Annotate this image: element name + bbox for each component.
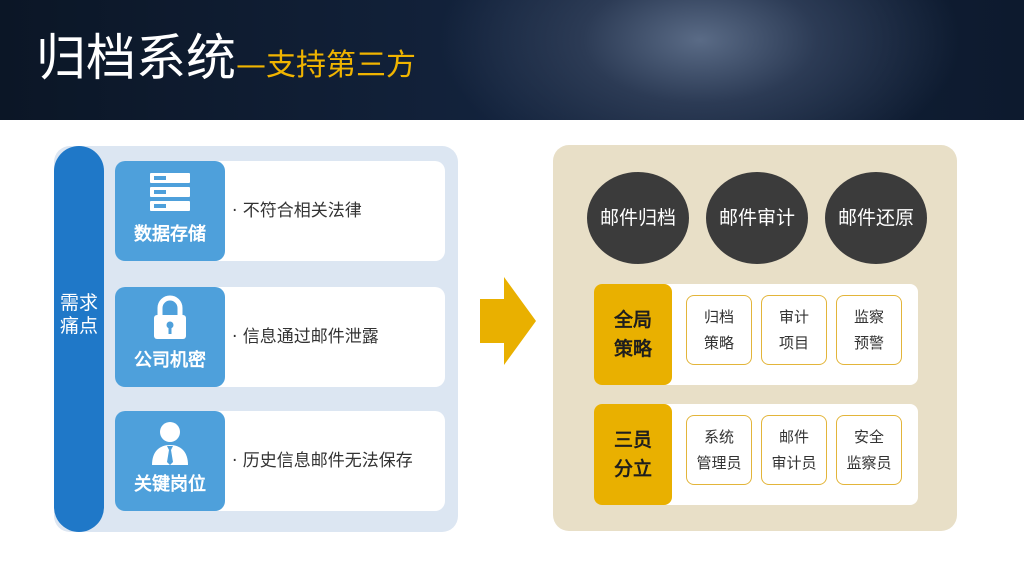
group-tile: 全局 策略 xyxy=(594,284,672,385)
chip-text: 邮件 审计员 xyxy=(762,424,826,476)
chip-security-monitor: 安全 监察员 xyxy=(836,415,902,485)
group-title: 三员 分立 xyxy=(594,426,672,484)
group-title-line1: 全局 xyxy=(613,309,652,331)
need-title: 关键岗位 xyxy=(134,474,206,495)
group-row-global-policy: 全局 策略 归档 策略 审计 项目 监察 预警 xyxy=(594,284,918,385)
need-row-company-secrets: 公司机密 · 信息通过邮件泄露 xyxy=(115,287,445,387)
chip-text: 审计 项目 xyxy=(762,304,826,356)
chip-line1: 安全 xyxy=(853,428,884,446)
chip-line1: 邮件 xyxy=(778,428,809,446)
person-icon xyxy=(152,422,188,465)
need-desc: · 信息通过邮件泄露 xyxy=(232,327,379,347)
need-title: 公司机密 xyxy=(134,350,206,371)
server-icon xyxy=(150,173,190,211)
need-tile-company-secrets: 公司机密 xyxy=(115,287,225,387)
page-title: 归档系统—支持第三方 xyxy=(36,28,416,96)
need-row-key-positions: 关键岗位 · 历史信息邮件无法保存 xyxy=(115,411,445,511)
group-row-separation-of-roles: 三员 分立 系统 管理员 邮件 审计员 安全 监察员 xyxy=(594,404,918,505)
need-row-data-storage: 数据存储 · 不符合相关法律 xyxy=(115,161,445,261)
group-tile: 三员 分立 xyxy=(594,404,672,505)
need-desc: · 历史信息邮件无法保存 xyxy=(232,451,413,471)
feature-circle-restore: 邮件还原 xyxy=(825,172,927,264)
pain-points-label: 需求痛点 xyxy=(59,292,98,337)
chip-line1: 系统 xyxy=(703,428,734,446)
need-tile-data-storage: 数据存储 xyxy=(115,161,225,261)
feature-circle-archive: 邮件归档 xyxy=(587,172,689,264)
pain-points-bar xyxy=(54,146,104,532)
header-banner: 归档系统—支持第三方 xyxy=(0,0,1024,120)
chip-line1: 监察 xyxy=(853,308,884,326)
chip-audit-items: 审计 项目 xyxy=(761,295,827,365)
chip-line1: 归档 xyxy=(703,308,734,326)
chip-archive-policy: 归档 策略 xyxy=(686,295,752,365)
chip-line2: 监察员 xyxy=(846,454,892,472)
chip-text: 归档 策略 xyxy=(687,304,751,356)
arrow-right-icon xyxy=(480,277,536,365)
chip-system-admin: 系统 管理员 xyxy=(686,415,752,485)
chip-text: 系统 管理员 xyxy=(687,424,751,476)
chip-line2: 管理员 xyxy=(696,454,742,472)
group-title: 全局 策略 xyxy=(594,306,672,364)
group-title-line1: 三员 xyxy=(613,429,652,451)
chip-line2: 策略 xyxy=(703,334,734,352)
chip-text: 安全 监察员 xyxy=(837,424,901,476)
chip-monitor-alert: 监察 预警 xyxy=(836,295,902,365)
chip-text: 监察 预警 xyxy=(837,304,901,356)
chip-line2: 审计员 xyxy=(771,454,817,472)
need-desc: · 不符合相关法律 xyxy=(232,201,362,221)
chip-line2: 项目 xyxy=(778,334,809,352)
chip-line1: 审计 xyxy=(778,308,809,326)
group-title-line2: 分立 xyxy=(613,458,652,480)
title-main: 归档系统 xyxy=(36,29,236,87)
feature-circle-audit: 邮件审计 xyxy=(706,172,808,264)
chip-mail-auditor: 邮件 审计员 xyxy=(761,415,827,485)
title-sub: —支持第三方 xyxy=(236,48,416,83)
need-tile-key-positions: 关键岗位 xyxy=(115,411,225,511)
need-title: 数据存储 xyxy=(134,224,206,245)
lock-icon xyxy=(154,295,186,339)
chip-line2: 预警 xyxy=(853,334,884,352)
group-title-line2: 策略 xyxy=(613,338,652,360)
